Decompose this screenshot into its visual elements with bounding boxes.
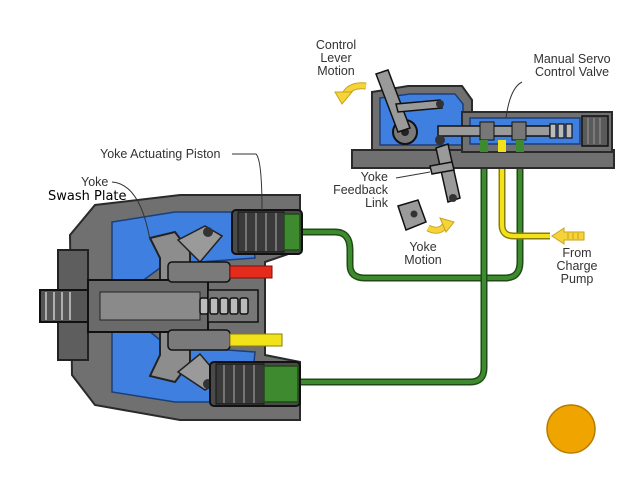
label-control-lever-motion: Control Lever Motion xyxy=(315,38,357,78)
label-yoke-motion: Yoke Motion xyxy=(404,240,442,267)
label-swash-plate: Swash Plate xyxy=(48,189,127,204)
curved-arrow-icon xyxy=(334,82,367,105)
leader-manual-servo xyxy=(505,81,523,119)
hydraulic-lines xyxy=(298,140,550,386)
center-spring xyxy=(199,297,249,315)
label-yoke: Yoke xyxy=(81,175,109,189)
yoke-feedback-link xyxy=(435,143,461,203)
actuating-piston-upper xyxy=(231,209,303,255)
control-lever xyxy=(375,69,411,133)
yellow-port xyxy=(229,333,283,347)
striped-arrow-icon xyxy=(551,227,585,245)
curved-arrow-icon xyxy=(426,217,455,234)
piston-lower-rod xyxy=(167,329,231,351)
leader-feedback-link xyxy=(395,171,431,179)
label-manual-servo-control-valve: Manual Servo Control Valve xyxy=(533,52,611,79)
valve-spring xyxy=(549,123,573,139)
leader-lines xyxy=(111,81,523,241)
cylinder-block xyxy=(167,261,283,351)
label-yoke-actuating-piston: Yoke Actuating Piston xyxy=(100,147,221,161)
actuating-piston-lower xyxy=(209,361,301,407)
shaft-spline xyxy=(39,289,93,323)
label-from-charge-pump: From Charge Pump xyxy=(556,246,598,286)
drive-shaft xyxy=(39,279,259,333)
piston-upper-rod xyxy=(167,261,231,283)
label-yoke-feedback-link: Yoke Feedback Link xyxy=(333,170,388,210)
orange-circle-icon xyxy=(546,404,596,454)
leader-yoke xyxy=(111,181,151,241)
servo-valve-assembly xyxy=(351,69,615,231)
leader-yoke-actuating-piston xyxy=(232,153,263,211)
red-port xyxy=(229,265,273,279)
